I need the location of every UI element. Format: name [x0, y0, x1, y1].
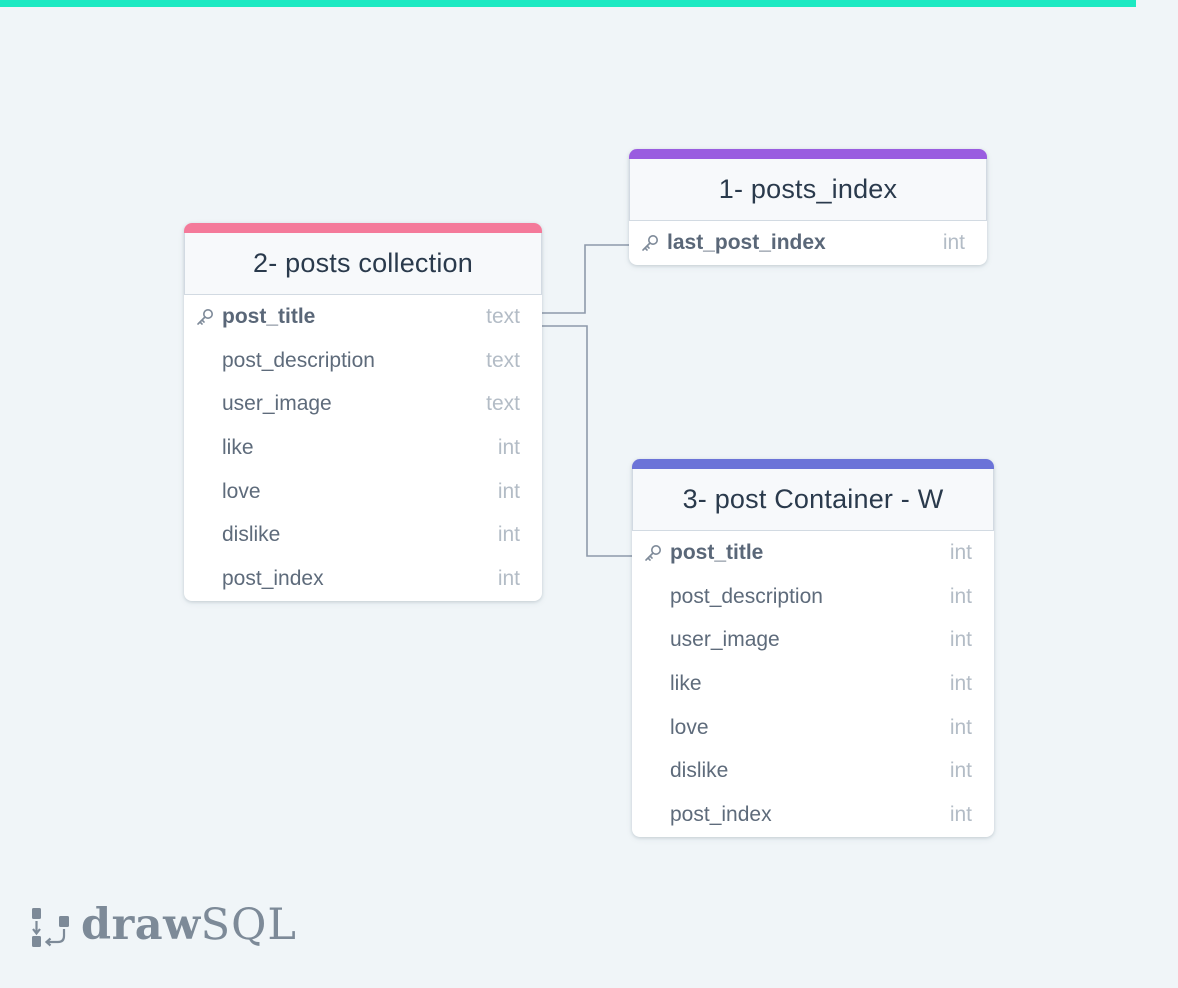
column-type: text: [486, 348, 520, 372]
column-type: int: [949, 540, 972, 564]
column-row-last-post-index[interactable]: last_post_index int: [629, 221, 987, 265]
column-row-love[interactable]: love int: [632, 706, 994, 750]
column-name: last_post_index: [667, 230, 826, 254]
table-accent-bar: [184, 223, 542, 233]
column-name: love: [222, 479, 261, 503]
column-type: text: [486, 392, 520, 416]
primary-key-icon: [640, 233, 660, 253]
column-row-post-description[interactable]: post_description text: [184, 339, 542, 383]
column-row-user-image[interactable]: user_image int: [632, 618, 994, 662]
column-name: post_index: [670, 802, 772, 826]
column-row-like[interactable]: like int: [632, 662, 994, 706]
column-row-user-image[interactable]: user_image text: [184, 382, 542, 426]
logo-text-draw: draw: [81, 900, 201, 950]
column-name: post_title: [222, 304, 316, 328]
column-type: int: [497, 523, 520, 547]
table-posts-index[interactable]: 1- posts_index last_post_index int: [629, 149, 987, 265]
column-list: last_post_index int: [629, 221, 987, 265]
column-row-post-index[interactable]: post_index int: [632, 793, 994, 837]
column-type: int: [949, 759, 972, 783]
column-type: int: [497, 566, 520, 590]
column-name: dislike: [670, 759, 729, 783]
drawsql-logo-icon: [32, 908, 69, 947]
column-name: dislike: [222, 523, 281, 547]
column-name: post_description: [670, 584, 823, 608]
table-title[interactable]: 1- posts_index: [629, 159, 987, 221]
column-type: int: [497, 435, 520, 459]
column-name: like: [222, 435, 254, 459]
column-type: int: [949, 584, 972, 608]
column-type: int: [949, 628, 972, 652]
column-name: user_image: [670, 628, 780, 652]
column-type: int: [497, 479, 520, 503]
table-accent-bar: [632, 459, 994, 469]
table-accent-bar: [629, 149, 987, 159]
primary-key-icon: [643, 543, 663, 563]
column-name: user_image: [222, 392, 332, 416]
column-type: int: [949, 671, 972, 695]
relation-line-post-container[interactable]: [542, 325, 632, 557]
column-name: like: [670, 671, 702, 695]
table-title[interactable]: 3- post Container - W: [632, 469, 994, 531]
top-accent-bar: [0, 0, 1136, 7]
column-name: post_index: [222, 566, 324, 590]
column-row-post-description[interactable]: post_description int: [632, 575, 994, 619]
primary-key-icon: [195, 307, 215, 327]
relation-line-posts-index[interactable]: [542, 244, 629, 314]
column-row-love[interactable]: love int: [184, 470, 542, 514]
column-type: text: [486, 304, 520, 328]
column-name: post_title: [670, 540, 764, 564]
column-row-like[interactable]: like int: [184, 426, 542, 470]
column-row-post-title[interactable]: post_title text: [184, 295, 542, 339]
column-name: post_description: [222, 348, 375, 372]
column-type: int: [949, 715, 972, 739]
column-row-post-title[interactable]: post_title int: [632, 531, 994, 575]
column-type: int: [949, 802, 972, 826]
column-row-dislike[interactable]: dislike int: [184, 513, 542, 557]
column-row-dislike[interactable]: dislike int: [632, 749, 994, 793]
logo-text-sql: SQL: [200, 900, 297, 950]
table-title[interactable]: 2- posts collection: [184, 233, 542, 295]
column-type: int: [942, 230, 965, 254]
column-row-post-index[interactable]: post_index int: [184, 557, 542, 601]
column-name: love: [670, 715, 709, 739]
